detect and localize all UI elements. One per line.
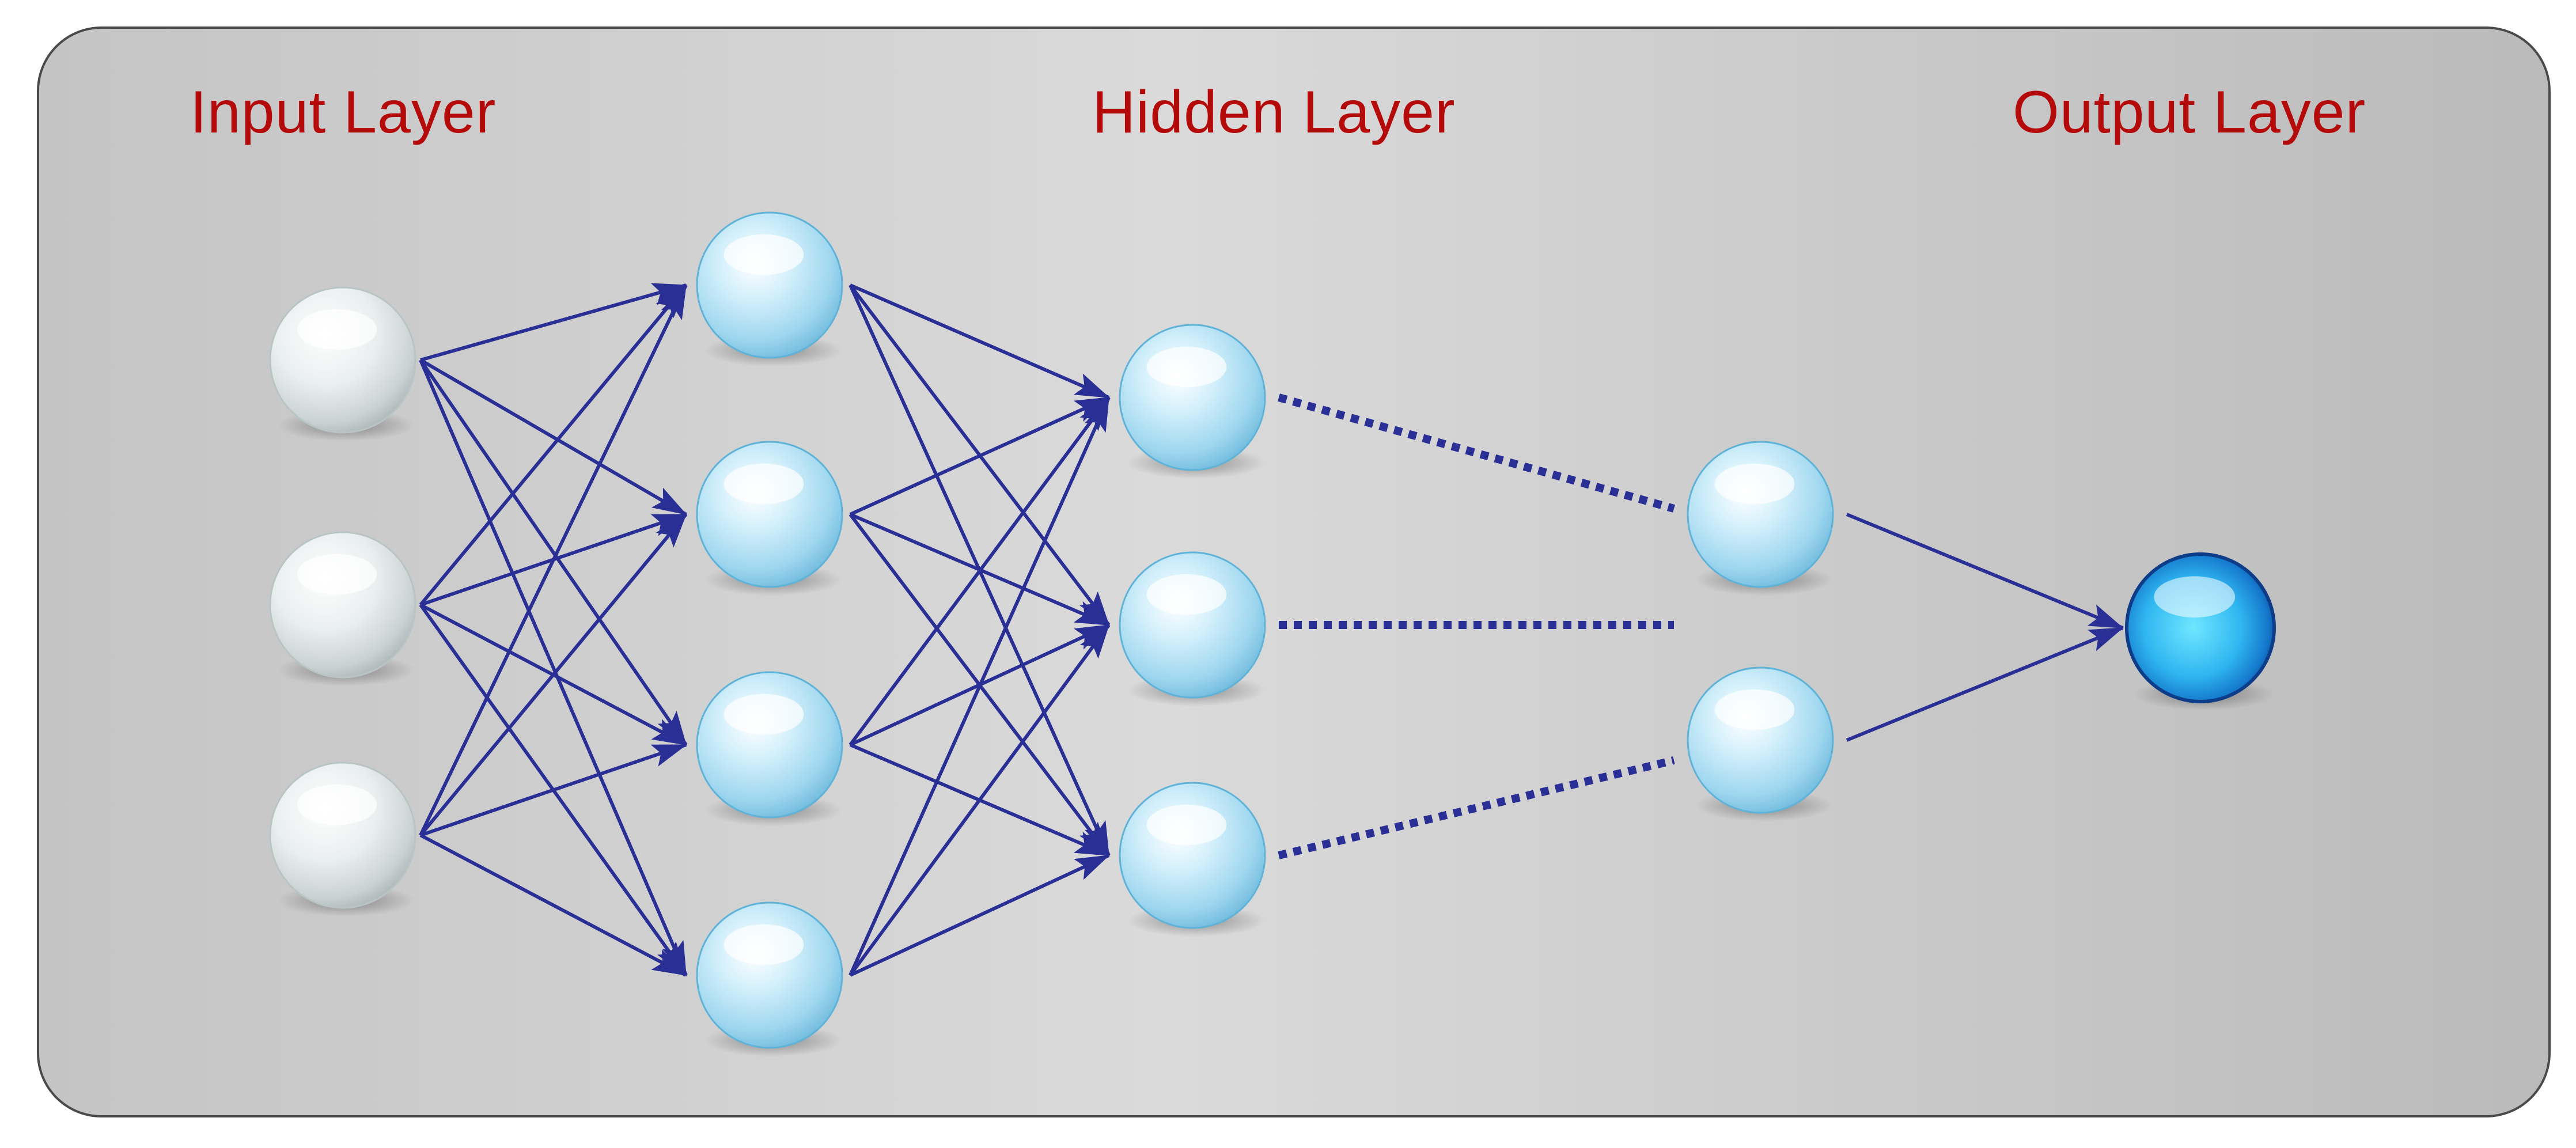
hidden-node	[1119, 551, 1266, 707]
connection-ellipsis-dotted	[1278, 756, 1675, 859]
input-node	[269, 286, 416, 442]
node-sphere	[696, 211, 843, 359]
connection-arrow	[1846, 626, 2124, 742]
node-sphere	[1119, 551, 1266, 699]
node-highlight	[723, 924, 804, 965]
input-layer-title: Input Layer	[190, 79, 496, 146]
node-sphere	[269, 286, 416, 434]
connection-arrow	[419, 359, 688, 976]
node-sphere	[1119, 782, 1266, 929]
connection-arrow	[419, 833, 687, 977]
node-sphere	[1687, 441, 1834, 588]
connection-arrow	[849, 396, 1110, 516]
input-node	[269, 531, 416, 687]
hidden-node	[696, 211, 843, 367]
hidden-node	[696, 901, 843, 1057]
node-highlight	[297, 784, 377, 825]
output-layer-title: Output Layer	[2013, 79, 2366, 146]
connection-arrow	[848, 396, 1111, 976]
node-sphere	[269, 761, 416, 909]
node-sphere	[696, 671, 843, 819]
connection-arrow	[419, 359, 688, 746]
node-sphere	[269, 531, 416, 679]
node-sphere	[696, 901, 843, 1049]
node-highlight	[723, 694, 804, 735]
node-highlight	[1714, 463, 1795, 505]
nodes-group	[269, 211, 2276, 1057]
connection-arrow	[848, 396, 1111, 746]
connection-arrow	[419, 358, 687, 516]
node-sphere	[696, 441, 843, 588]
node-highlight	[2154, 576, 2236, 618]
connection-arrow	[420, 743, 687, 837]
hidden-node	[1119, 782, 1266, 937]
hidden-node	[696, 441, 843, 596]
connection-arrow	[419, 513, 688, 836]
node-highlight	[1146, 346, 1227, 388]
connection-arrow	[848, 624, 1111, 976]
connection-arrow	[849, 854, 1110, 977]
node-sphere	[1687, 666, 1834, 814]
node-highlight	[297, 309, 377, 350]
node-highlight	[723, 463, 804, 505]
hidden-layer-title: Hidden Layer	[1092, 79, 1456, 146]
connection-arrow	[420, 283, 687, 362]
connection-arrow	[1846, 513, 2124, 630]
node-highlight	[297, 554, 377, 595]
hidden-node	[696, 671, 843, 827]
node-sphere	[2125, 552, 2276, 703]
hidden-node	[1687, 441, 1834, 596]
node-highlight	[1714, 689, 1795, 730]
node-highlight	[1146, 804, 1227, 846]
input-node	[269, 761, 416, 917]
hidden-node	[1119, 324, 1266, 479]
hidden-node	[1687, 666, 1834, 822]
connections-group	[419, 283, 2124, 977]
node-sphere	[1119, 324, 1266, 471]
node-highlight	[723, 234, 804, 275]
connection-arrow	[419, 284, 688, 836]
node-highlight	[1146, 574, 1227, 615]
connection-arrow	[849, 283, 1110, 399]
output-node	[2125, 552, 2276, 711]
connection-arrow	[419, 284, 688, 606]
